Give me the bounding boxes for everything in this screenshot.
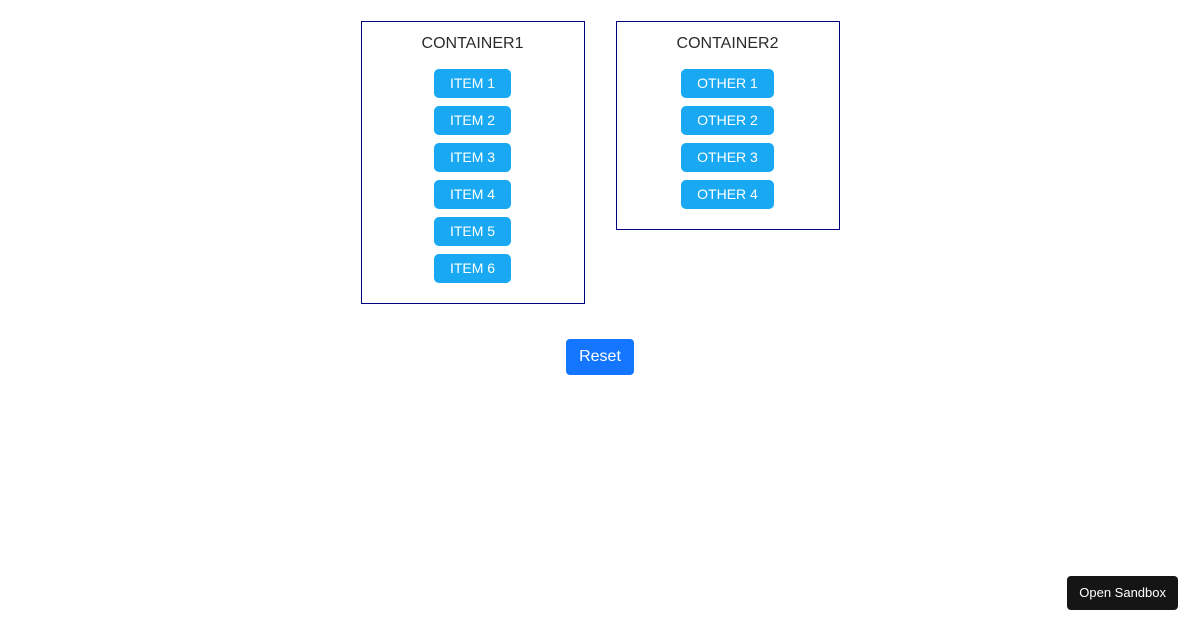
item-2-button[interactable]: ITEM 2 bbox=[433, 106, 512, 135]
container-2: CONTAINER2 OTHER 1 OTHER 2 OTHER 3 OTHER… bbox=[615, 21, 840, 230]
container-1-title: CONTAINER1 bbox=[421, 35, 524, 52]
item-1-button[interactable]: ITEM 1 bbox=[433, 69, 512, 98]
other-3-button[interactable]: OTHER 3 bbox=[681, 143, 774, 172]
other-4-button[interactable]: OTHER 4 bbox=[681, 180, 774, 209]
item-4-button[interactable]: ITEM 4 bbox=[433, 180, 512, 209]
container-1: CONTAINER1 ITEM 1 ITEM 2 ITEM 3 ITEM 4 I… bbox=[360, 21, 585, 304]
other-2-button[interactable]: OTHER 2 bbox=[681, 106, 774, 135]
container-2-title: CONTAINER2 bbox=[676, 35, 779, 52]
item-3-button[interactable]: ITEM 3 bbox=[433, 143, 512, 172]
other-1-button[interactable]: OTHER 1 bbox=[681, 69, 774, 98]
reset-row: Reset bbox=[0, 339, 1200, 375]
item-5-button[interactable]: ITEM 5 bbox=[433, 217, 512, 246]
reset-button[interactable]: Reset bbox=[566, 339, 634, 375]
open-sandbox-button[interactable]: Open Sandbox bbox=[1067, 576, 1178, 610]
containers-row: CONTAINER1 ITEM 1 ITEM 2 ITEM 3 ITEM 4 I… bbox=[0, 0, 1200, 304]
item-6-button[interactable]: ITEM 6 bbox=[433, 254, 512, 283]
